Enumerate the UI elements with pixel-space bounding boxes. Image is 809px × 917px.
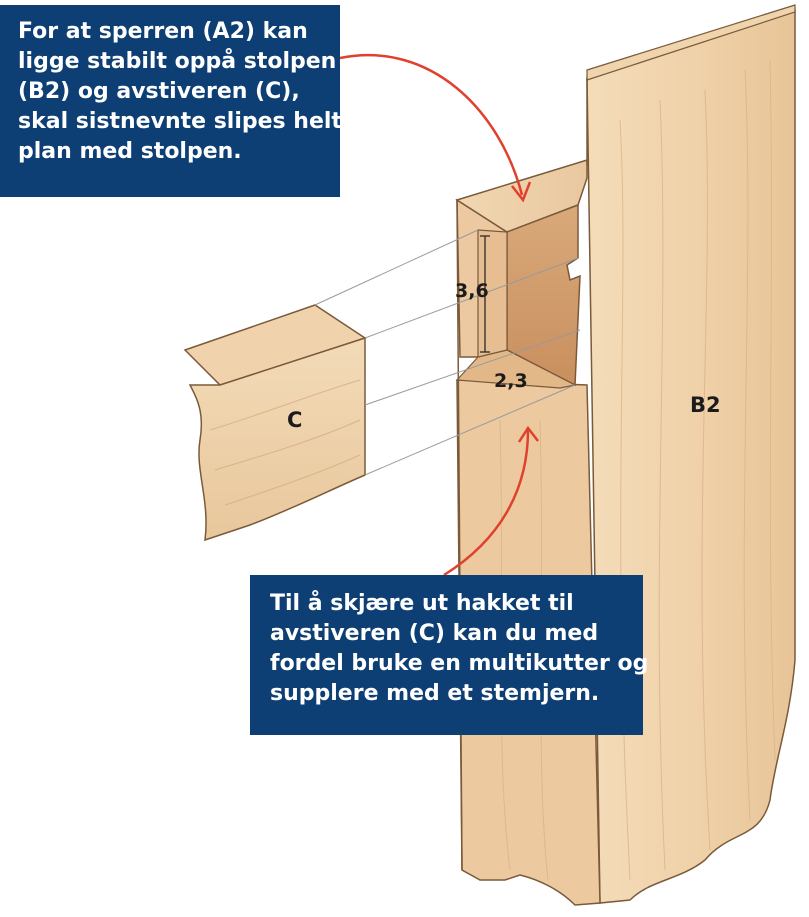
callout-line: Til å skjære ut hakket til (270, 591, 574, 616)
top-callout-arrow (339, 53, 524, 196)
callout-line: (B2) og avstiveren (C), (18, 79, 300, 104)
bottom-callout-arrow (443, 429, 530, 577)
callout-line: supplere med et stemjern. (270, 681, 600, 706)
brace-label: C (287, 408, 303, 432)
callout-line: ligge stabilt oppå stolpen (18, 49, 337, 74)
notch-floor (455, 349, 577, 389)
bottom-callout-box: Til å skjære ut hakket til avstiveren (C… (250, 575, 649, 735)
post-stub-top (455, 158, 588, 233)
callout-line: For at sperren (A2) kan (18, 19, 308, 44)
post-label: B2 (690, 393, 721, 417)
post-front-face (586, 8, 796, 904)
callout-line: skal sistnevnte slipes helt (18, 109, 342, 134)
brace-side-face (188, 336, 366, 542)
notch-width-label: 2,3 (494, 370, 528, 392)
callout-line: plan med stolpen. (18, 139, 242, 164)
top-callout-box: For at sperren (A2) kan ligge stabilt op… (0, 5, 342, 197)
notch-depth-label: 3,6 (455, 280, 489, 302)
projection-lines (314, 229, 581, 476)
callout-line: avstiveren (C) kan du med (270, 621, 599, 646)
dimension-markers (480, 235, 490, 353)
post-top-edge (586, 4, 796, 81)
callout-line: fordel bruke en multikutter og (270, 651, 649, 676)
